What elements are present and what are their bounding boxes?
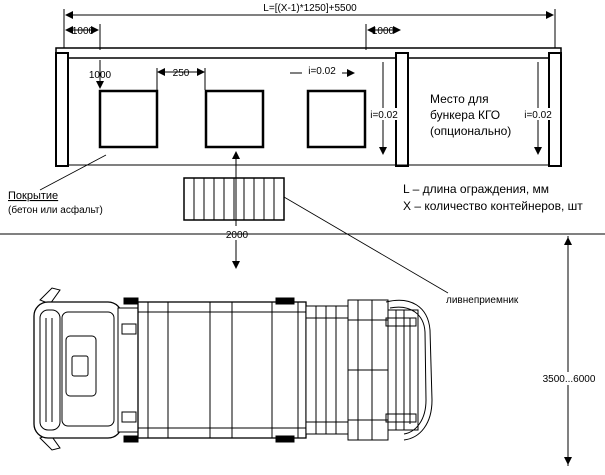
garbage-truck-drawing [33,287,433,451]
kgo-place-line2: бункера КГО [430,108,500,122]
post-left [55,52,69,167]
container-1 [98,89,159,149]
kgo-place-line3: (опционально) [430,124,511,138]
container-offset-dimension: 1000 [89,60,112,89]
legend: L – длина ограждения, мм X – количество … [403,182,583,213]
legend-l: L – длина ограждения, мм [403,182,549,196]
container-3 [306,89,367,149]
container-gap-dimension: 250 [156,68,206,90]
right-offset-dimension: 1000 [365,24,401,50]
drain-callout: ливнеприемник [283,196,519,306]
slope-top: i=0.02 [290,64,355,77]
fence-canopy [55,47,562,59]
drain-label: ливнеприемник [446,295,519,306]
container-offset-label: 1000 [89,70,112,81]
approach-ramp [183,177,285,221]
covering-desc: (бетон или асфальт) [8,204,103,216]
left-offset-dimension: 1000 [65,24,101,50]
slope-far-right-label: i=0.02 [524,110,552,121]
slope-middle-right: i=0.02 [368,62,399,155]
containers [98,89,367,149]
legend-x: X – количество контейнеров, шт [403,199,583,213]
overall-length-label: L=[(X-1)*1250]+5500 [263,3,357,14]
slope-far-right: i=0.02 [522,62,554,155]
right-offset-label: 1000 [372,26,395,37]
container-gap-label: 250 [173,68,190,79]
kgo-place-line1: Место для [430,92,489,106]
truck-lane-dimension: 3500...6000 [536,236,602,466]
covering-title: Покрытие [8,190,58,202]
kgo-place-label: Место для бункера КГО (опционально) [430,92,511,138]
left-offset-label: 1000 [72,26,95,37]
container-2 [204,89,265,149]
slope-top-label: i=0.02 [308,66,336,77]
fence-posts [55,52,562,167]
slope-middle-right-label: i=0.02 [370,110,398,121]
covering-callout: Покрытие (бетон или асфальт) [8,154,107,216]
overall-length-dimension: L=[(X-1)*1250]+5500 [63,3,556,50]
truck-lane-label: 3500...6000 [543,374,596,385]
approach-width-label: 2000 [226,230,249,241]
